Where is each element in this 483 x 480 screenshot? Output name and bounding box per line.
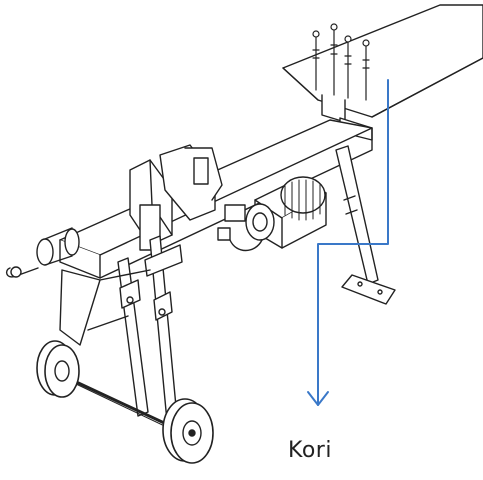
tow-hook [5,266,39,278]
front-legs [117,235,183,433]
front-brace [59,269,151,346]
rear-leg [335,145,396,305]
wedge-housing [129,144,223,251]
tray-bolts [312,23,370,101]
electric-motor [217,176,327,252]
roller [36,227,80,266]
destination-label: Kori [288,438,332,463]
axle-and-wheels [36,340,214,464]
arrow-down-icon [307,79,389,406]
extension-tray [282,4,483,118]
